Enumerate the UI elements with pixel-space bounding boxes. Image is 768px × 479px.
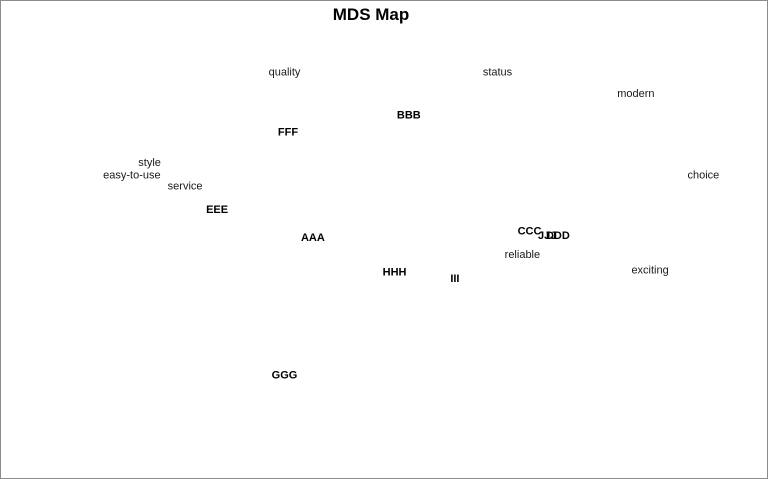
brand-label-ddd: DDD bbox=[546, 230, 570, 242]
brand-label-iii: III bbox=[450, 273, 459, 285]
attribute-label-easy-to-use: easy-to-use bbox=[103, 170, 160, 182]
attribute-label-modern: modern bbox=[617, 88, 654, 100]
attribute-label-exciting: exciting bbox=[631, 264, 668, 276]
brand-label-fff: FFF bbox=[278, 127, 298, 139]
attribute-label-style: style bbox=[138, 157, 161, 169]
attribute-label-reliable: reliable bbox=[505, 249, 540, 261]
brand-label-eee: EEE bbox=[206, 204, 228, 216]
brand-label-jjj: JJJ bbox=[538, 230, 556, 242]
brand-label-aaa: AAA bbox=[301, 232, 325, 244]
brand-label-hhh: HHH bbox=[383, 266, 407, 278]
brand-label-ccc: CCC bbox=[518, 226, 542, 238]
brand-label-bbb: BBB bbox=[397, 110, 421, 122]
attribute-label-choice: choice bbox=[688, 170, 720, 182]
attribute-label-status: status bbox=[483, 67, 513, 79]
attribute-label-quality: quality bbox=[269, 67, 301, 79]
brand-label-ggg: GGG bbox=[272, 370, 298, 382]
attribute-label-service: service bbox=[168, 180, 203, 192]
chart-title: MDS Map bbox=[332, 5, 410, 24]
